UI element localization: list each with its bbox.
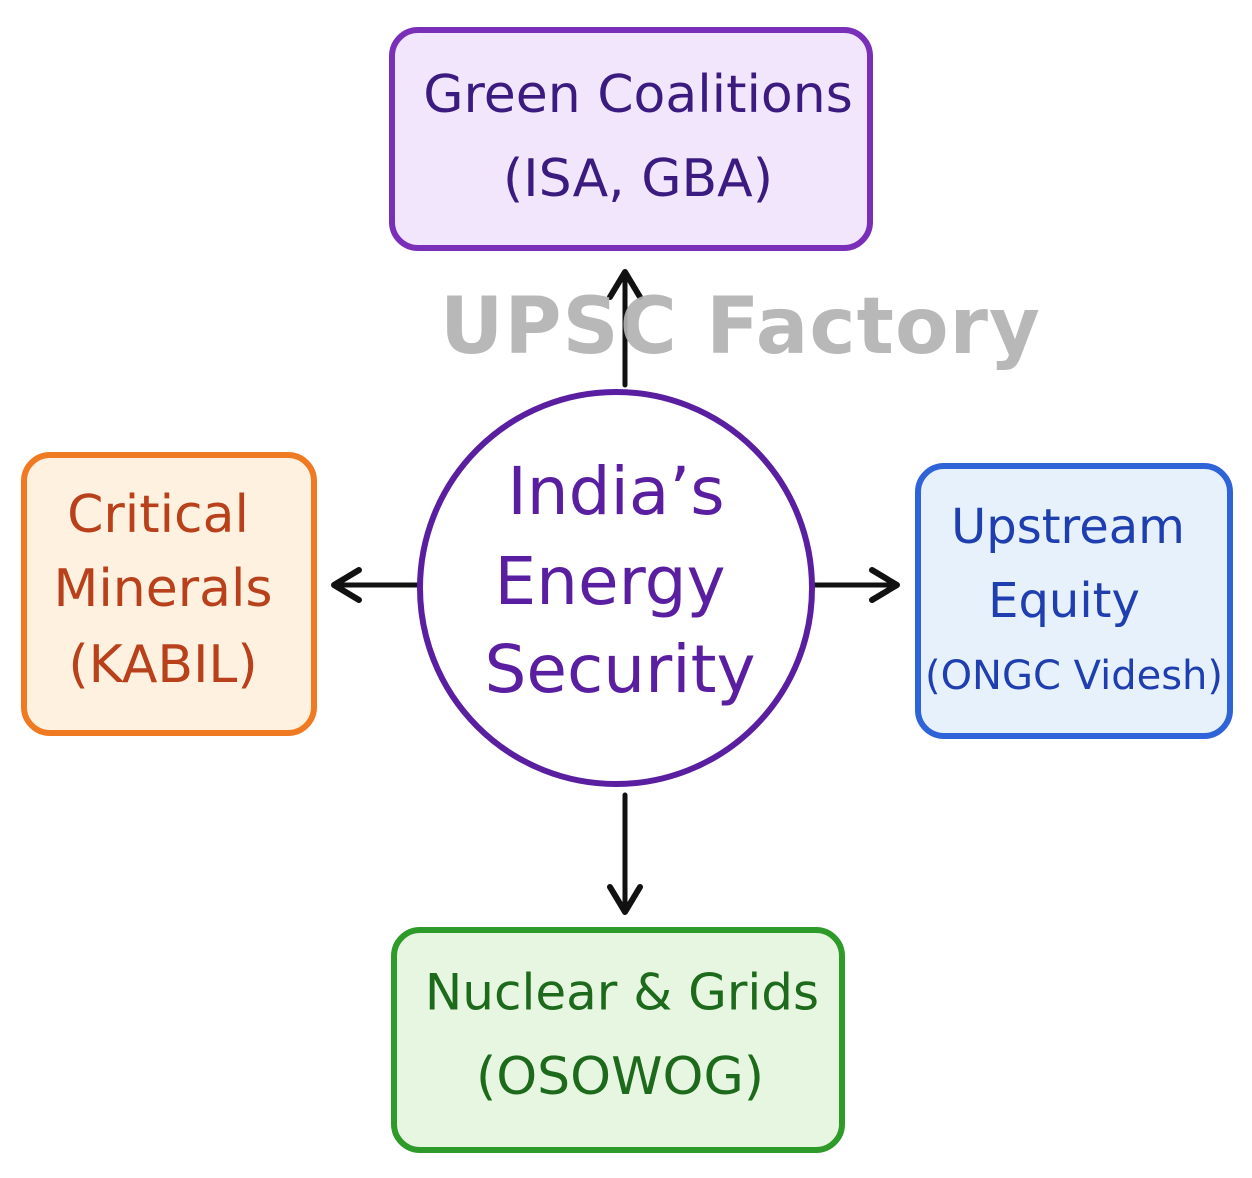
node-label-line: Nuclear & Grids — [425, 964, 819, 1022]
node-upstream-equity: Upstream Equity (ONGC Videsh) — [915, 463, 1233, 739]
node-green-coalitions: Green Coalitions (ISA, GBA) — [389, 27, 873, 251]
node-label-line: (ONGC Videsh) — [925, 653, 1223, 699]
node-label-line: Equity — [988, 573, 1140, 629]
node-box — [389, 27, 873, 251]
node-label-line: Critical — [67, 485, 249, 545]
center-label-line: Security — [484, 631, 755, 708]
arrows — [331, 269, 900, 915]
node-label-line: Minerals — [53, 559, 272, 619]
node-box — [915, 463, 1233, 739]
node-label-line: Green Coalitions — [423, 65, 853, 125]
node-label-line: (OSOWOG) — [476, 1047, 764, 1107]
center-label-line: India’s — [507, 453, 724, 530]
node-box — [391, 927, 845, 1153]
center-circle — [417, 389, 815, 787]
node-label-line: (KABIL) — [68, 635, 257, 695]
node-label-line: Upstream — [951, 499, 1185, 555]
center-label-line: Energy — [494, 543, 725, 620]
center-node-energy-security: India’s Energy Security — [417, 389, 815, 787]
watermark: UPSC Factory — [440, 282, 1041, 372]
node-label-line: (ISA, GBA) — [503, 149, 773, 209]
node-critical-minerals: Critical Minerals (KABIL) — [21, 452, 317, 736]
node-nuclear-grids: Nuclear & Grids (OSOWOG) — [391, 927, 845, 1153]
node-box — [21, 452, 317, 736]
